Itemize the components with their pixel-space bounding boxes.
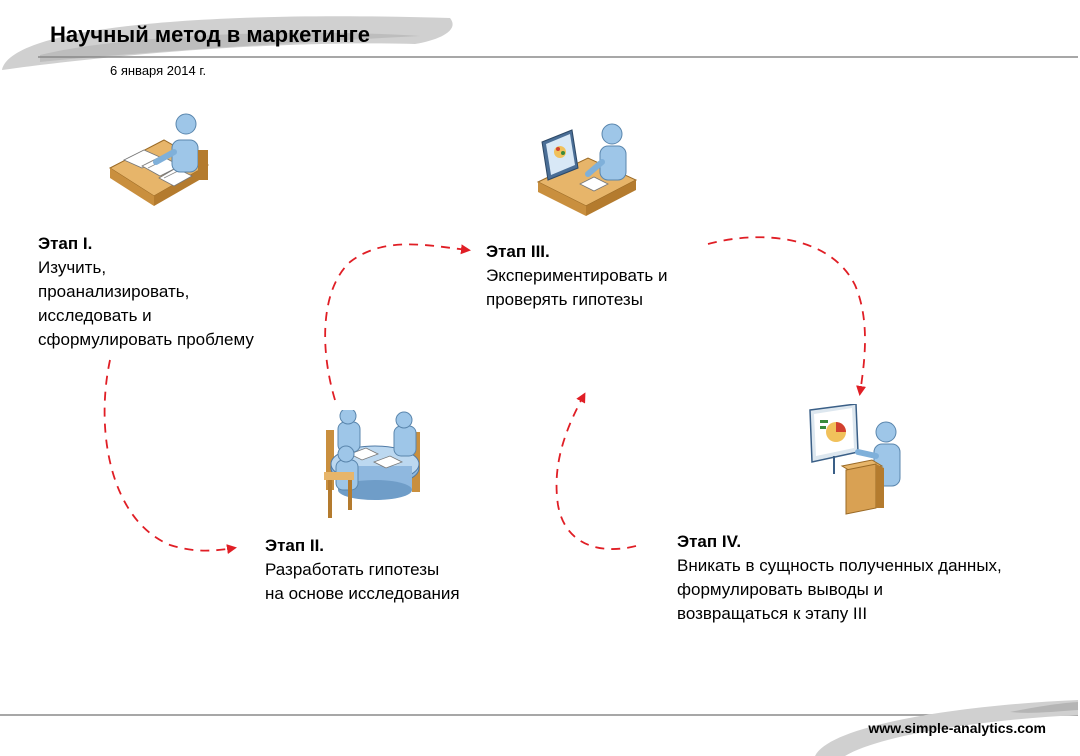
stage-2-line: на основе исследования	[265, 584, 460, 603]
footer-website-link[interactable]: www.simple-analytics.com	[868, 720, 1046, 736]
arrow-stage2-to-stage3	[324, 243, 471, 401]
stage-4-line: возвращаться к этапу III	[677, 604, 868, 623]
page-title: Научный метод в маркетинге	[50, 22, 371, 47]
footer-swoosh	[815, 700, 1078, 756]
stage-1-line: сформулировать проблему	[38, 330, 254, 349]
arrow-stage4-to-stage3	[555, 392, 637, 550]
arrow-stage1-to-stage2	[103, 359, 237, 555]
stage-3-line: Экспериментировать и	[486, 266, 668, 285]
meeting-at-round-table-icon	[324, 410, 420, 518]
stage-4-heading: Этап IV.	[677, 532, 742, 551]
stage-4-text: Этап IV. Вникать в сущность полученных д…	[677, 530, 1002, 626]
stage-2-line: Разработать гипотезы	[265, 560, 440, 579]
header-swoosh-shade	[40, 32, 420, 62]
stage-1-text: Этап I. Изучить, проанализировать, иссле…	[38, 232, 254, 352]
date-subtitle: 6 января 2014 г.	[110, 63, 207, 78]
stage-1-heading: Этап I.	[38, 234, 93, 253]
stage-4-line: формулировать выводы и	[677, 580, 884, 599]
stage-1-line: Изучить,	[38, 258, 107, 277]
stage-4-line: Вникать в сущность полученных данных,	[677, 556, 1002, 575]
stage-1-line: проанализировать,	[38, 282, 190, 301]
person-at-desk-with-papers-icon	[108, 113, 210, 206]
footer-swoosh-shade	[1010, 702, 1078, 713]
stage-2-text: Этап II. Разработать гипотезы на основе …	[265, 534, 460, 606]
arrow-stage3-to-stage4	[707, 236, 866, 396]
presenter-at-podium-icon	[809, 404, 901, 515]
stage-3-heading: Этап III.	[486, 242, 550, 261]
stage-1-line: исследовать и	[38, 306, 152, 325]
stage-2-heading: Этап II.	[265, 536, 325, 555]
stage-3-text: Этап III. Экспериментировать и проверять…	[486, 240, 667, 312]
stage-3-line: проверять гипотезы	[486, 290, 643, 309]
person-at-computer-icon	[536, 123, 638, 216]
